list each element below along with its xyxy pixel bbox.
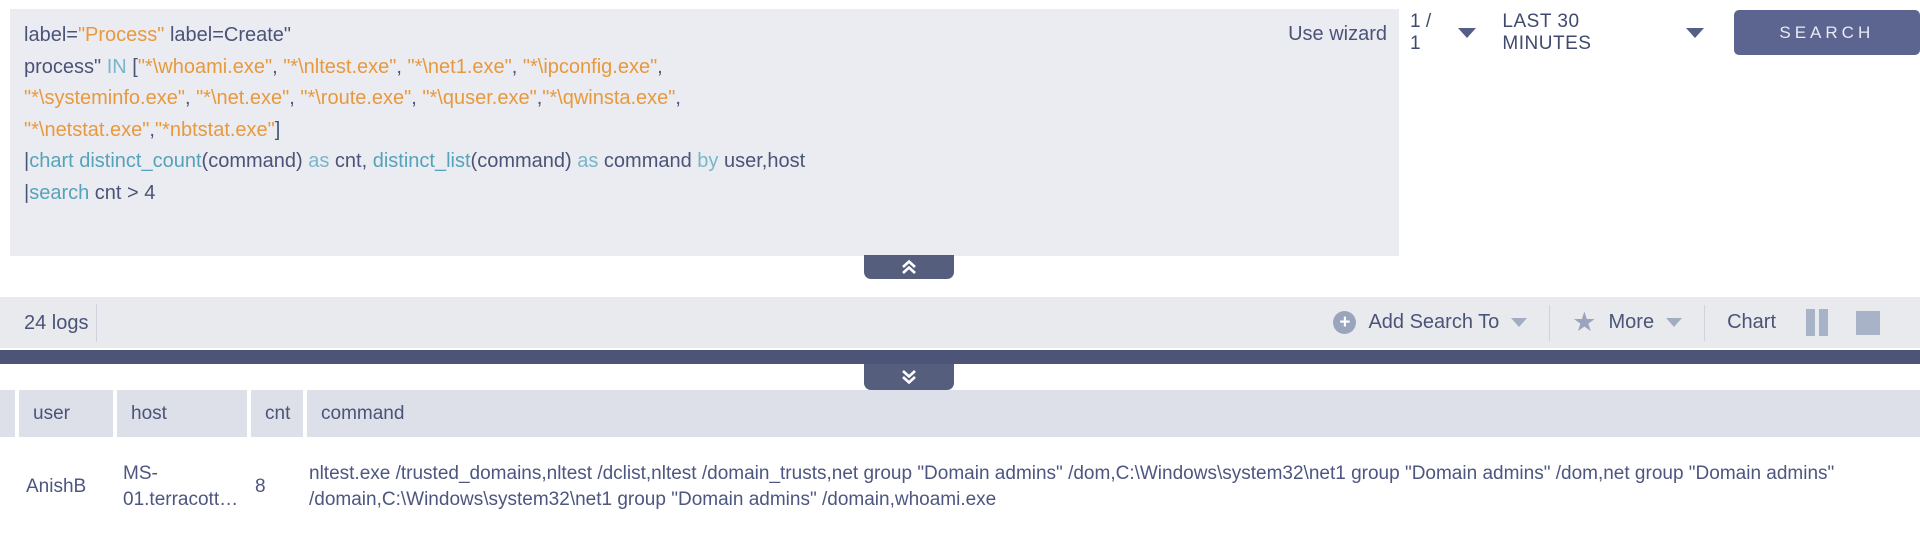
toolbar-divider: [1549, 304, 1551, 341]
column-header-user[interactable]: user: [19, 390, 113, 437]
table-row[interactable]: AnishB MS-01.terracott… 8 nltest.exe /trust…: [0, 437, 1920, 537]
caret-down-icon: [1685, 27, 1704, 38]
table-body: AnishB MS-01.terracott… 8 nltest.exe /trust…: [0, 437, 1920, 537]
cell-user: AnishB: [26, 476, 87, 497]
log-count: 24 logs: [0, 303, 97, 342]
column-header-cnt[interactable]: cnt: [251, 390, 303, 437]
chart-controls: Chart: [1727, 307, 1882, 338]
star-icon: ★: [1572, 307, 1597, 337]
more-label: More: [1608, 311, 1655, 333]
add-search-to-dropdown[interactable]: + Add Search To: [1333, 311, 1528, 334]
column-chart-view-button[interactable]: [1804, 307, 1830, 338]
use-wizard-link[interactable]: Use wizard: [1288, 23, 1387, 45]
cell-host: MS-01.terracott…: [123, 463, 239, 510]
time-range-value: LAST 30 MINUTES: [1502, 10, 1592, 54]
chart-label: Chart: [1727, 311, 1776, 333]
splitter-bar[interactable]: [0, 350, 1920, 364]
chevrons-up-icon: [902, 259, 916, 274]
caret-down-icon: [1511, 318, 1528, 327]
column-header-command[interactable]: command: [307, 390, 1920, 437]
query-text[interactable]: label="Process" label=Create"process" IN…: [24, 24, 806, 204]
collapse-query-button[interactable]: [864, 255, 954, 279]
caret-down-icon: [1666, 318, 1683, 327]
cell-command: nltest.exe /trusted_domains,nltest /dcli…: [309, 463, 1835, 510]
page-indicator-value: 1 / 1: [1410, 10, 1432, 54]
toolbar-divider: [1704, 304, 1706, 341]
more-dropdown[interactable]: ★ More: [1572, 307, 1683, 337]
chevrons-down-icon: [902, 370, 916, 385]
square-view-icon: [1856, 310, 1880, 335]
page-indicator-dropdown[interactable]: 1 / 1: [1410, 10, 1477, 55]
caret-down-icon: [1458, 27, 1477, 38]
column-header-host[interactable]: host: [117, 390, 247, 437]
table-header: user host cnt command: [0, 390, 1920, 437]
grid-view-button[interactable]: [1854, 309, 1882, 337]
time-range-dropdown[interactable]: LAST 30 MINUTES: [1502, 10, 1704, 55]
query-editor[interactable]: label="Process" label=Create"process" IN…: [10, 9, 1399, 256]
results-toolbar: 24 logs + Add Search To ★ More Chart: [0, 297, 1920, 348]
results-table: user host cnt command AnishB MS-01.terrac…: [0, 390, 1920, 537]
cell-cnt: 8: [255, 476, 266, 497]
columns-view-icon: [1806, 309, 1828, 336]
search-controls: 1 / 1 LAST 30 MINUTES SEARCH: [1410, 10, 1920, 55]
expand-results-button[interactable]: [864, 364, 954, 390]
search-button[interactable]: SEARCH: [1733, 10, 1920, 55]
circle-plus-icon: +: [1333, 311, 1357, 334]
add-search-to-label: Add Search To: [1368, 311, 1500, 333]
header-spacer-cell: [0, 390, 15, 437]
